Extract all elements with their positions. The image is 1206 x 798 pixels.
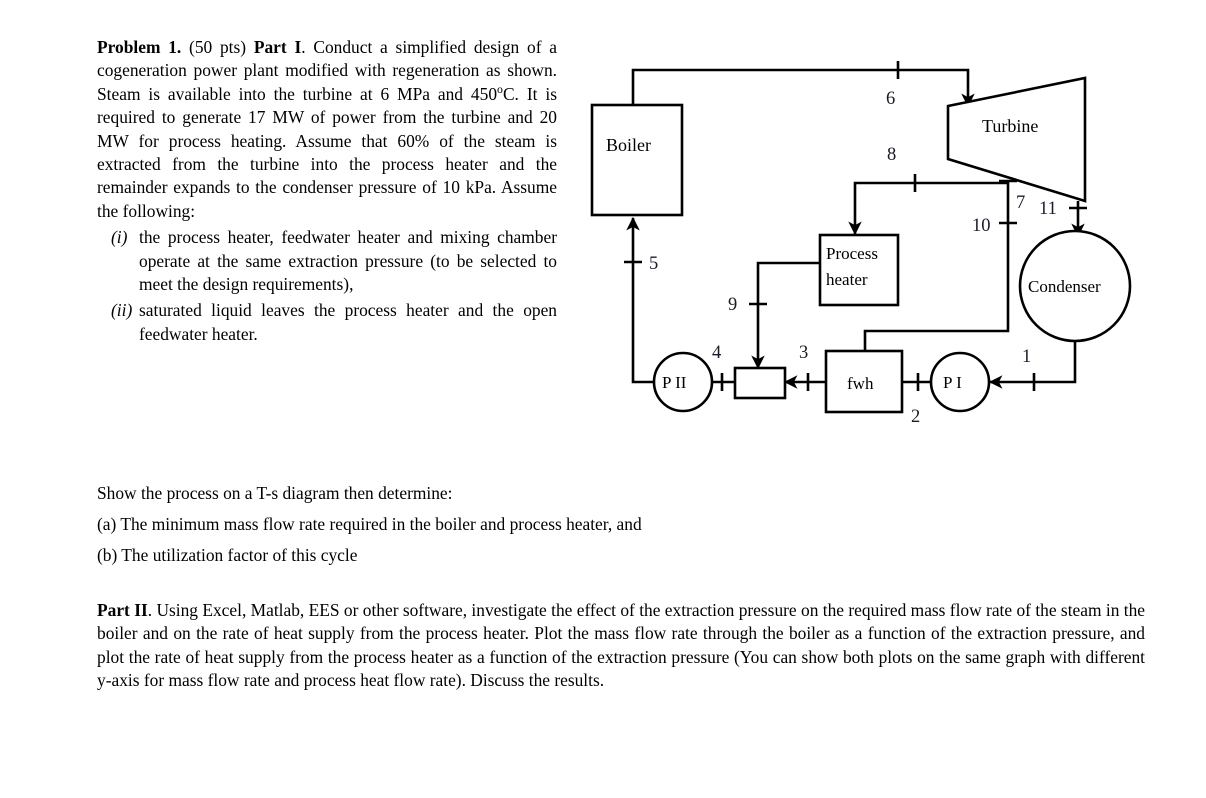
show-process-instruction: Show the process on a T-s diagram then d… <box>97 483 453 503</box>
line-turbine-to-process-heater: 8 <box>848 145 1008 236</box>
part-two-text: . Using Excel, Matlab, EES or other soft… <box>97 600 1145 691</box>
fwh-label: fwh <box>847 374 874 393</box>
pipe-9 <box>756 261 820 360</box>
line-boiler-to-turbine: 6 <box>631 61 975 109</box>
question-b: (b) The utilization factor of this cycle <box>97 545 358 565</box>
condenser-component: Condenser <box>1018 229 1132 343</box>
line-turbine-extraction-to-fwh: 7 10 <box>863 179 1025 351</box>
pipe-6 <box>631 68 970 105</box>
line-condenser-to-pump-one: 1 <box>988 341 1077 391</box>
line-pump-two-to-boiler: 5 <box>624 216 658 384</box>
pump-two-component: P II <box>652 351 714 413</box>
pump-two-label: P II <box>662 373 687 392</box>
part-one-heading: Part I <box>253 37 302 57</box>
part-two-block: Part II. Using Excel, Matlab, EES or oth… <box>97 599 1145 693</box>
state-label-3: 3 <box>799 343 808 363</box>
pump-one-label: P I <box>943 373 962 392</box>
process-heater-label-line2: heater <box>826 270 868 289</box>
process-heater-box <box>818 233 900 307</box>
boiler-label: Boiler <box>606 135 651 155</box>
assumption-text-i: the process heater, feedwater heater and… <box>139 227 557 295</box>
assumption-item-ii: (ii) saturated liquid leaves the process… <box>97 299 557 346</box>
pump-one-component: P I <box>929 351 991 413</box>
pipe-1 <box>998 341 1077 384</box>
turbine-label: Turbine <box>982 116 1038 136</box>
line-pump-one-to-fwh: 2 <box>902 373 931 427</box>
part-two-paragraph: Part II. Using Excel, Matlab, EES or oth… <box>97 599 1145 693</box>
assumption-marker-ii: (ii) <box>111 300 133 321</box>
pipe-7-10 <box>863 181 1010 351</box>
state-label-10: 10 <box>972 216 991 236</box>
problem-statement-column: Problem 1. (50 pts) Part I. Conduct a si… <box>97 36 557 346</box>
feedwater-heater-component: fwh <box>824 349 904 414</box>
mixing-chamber-component <box>733 366 787 400</box>
state-label-2: 2 <box>911 407 920 427</box>
line-mixing-chamber-to-pump-two: 4 <box>712 343 735 391</box>
problem-points <box>181 37 189 57</box>
turbine-shape <box>946 76 1087 203</box>
problem-heading: Problem 1. <box>97 37 182 57</box>
state-label-5: 5 <box>649 254 658 274</box>
assumption-text-ii: saturated liquid leaves the process heat… <box>139 300 557 344</box>
boiler-box <box>590 103 684 217</box>
state-label-8: 8 <box>887 145 896 165</box>
intro-text-segment-2: C. It is required to generate 17 MW of p… <box>97 83 557 221</box>
state-label-7: 7 <box>1016 193 1025 213</box>
degree-symbol: o <box>497 82 503 97</box>
process-heater-label-line1: Process <box>826 244 878 263</box>
part-two-heading: Part II <box>97 600 148 620</box>
cogeneration-cycle-diagram: Boiler 6 Turbine 8 7 10 <box>570 38 1190 438</box>
state-label-4: 4 <box>712 343 721 363</box>
turbine-component: Turbine <box>946 76 1087 203</box>
boiler-component: Boiler <box>590 103 684 217</box>
state-label-11: 11 <box>1039 199 1057 219</box>
process-heater-component: Process heater <box>818 233 900 307</box>
pipe-5 <box>631 230 654 384</box>
question-a: (a) The minimum mass flow rate required … <box>97 514 642 534</box>
condenser-label: Condenser <box>1028 277 1101 296</box>
pipe-8 <box>853 181 1008 226</box>
assumptions-list: (i) the process heater, feedwater heater… <box>97 226 557 346</box>
problem-intro-paragraph: Problem 1. (50 pts) Part I. Conduct a si… <box>97 36 557 223</box>
assumption-item-i: (i) the process heater, feedwater heater… <box>97 226 557 296</box>
assumption-marker-i: (i) <box>111 227 128 248</box>
mixing-chamber-box <box>733 366 787 400</box>
points-value: (50 pts) <box>189 37 247 57</box>
line-fwh-to-mixing-chamber: 3 <box>783 343 826 391</box>
line-process-heater-to-mixing-chamber: 9 <box>728 261 820 370</box>
state-label-9: 9 <box>728 295 737 315</box>
state-label-6: 6 <box>886 89 895 109</box>
state-label-1: 1 <box>1022 347 1031 367</box>
intro-text-segment-1: . Conduct a simplified design of a cogen… <box>97 37 557 104</box>
